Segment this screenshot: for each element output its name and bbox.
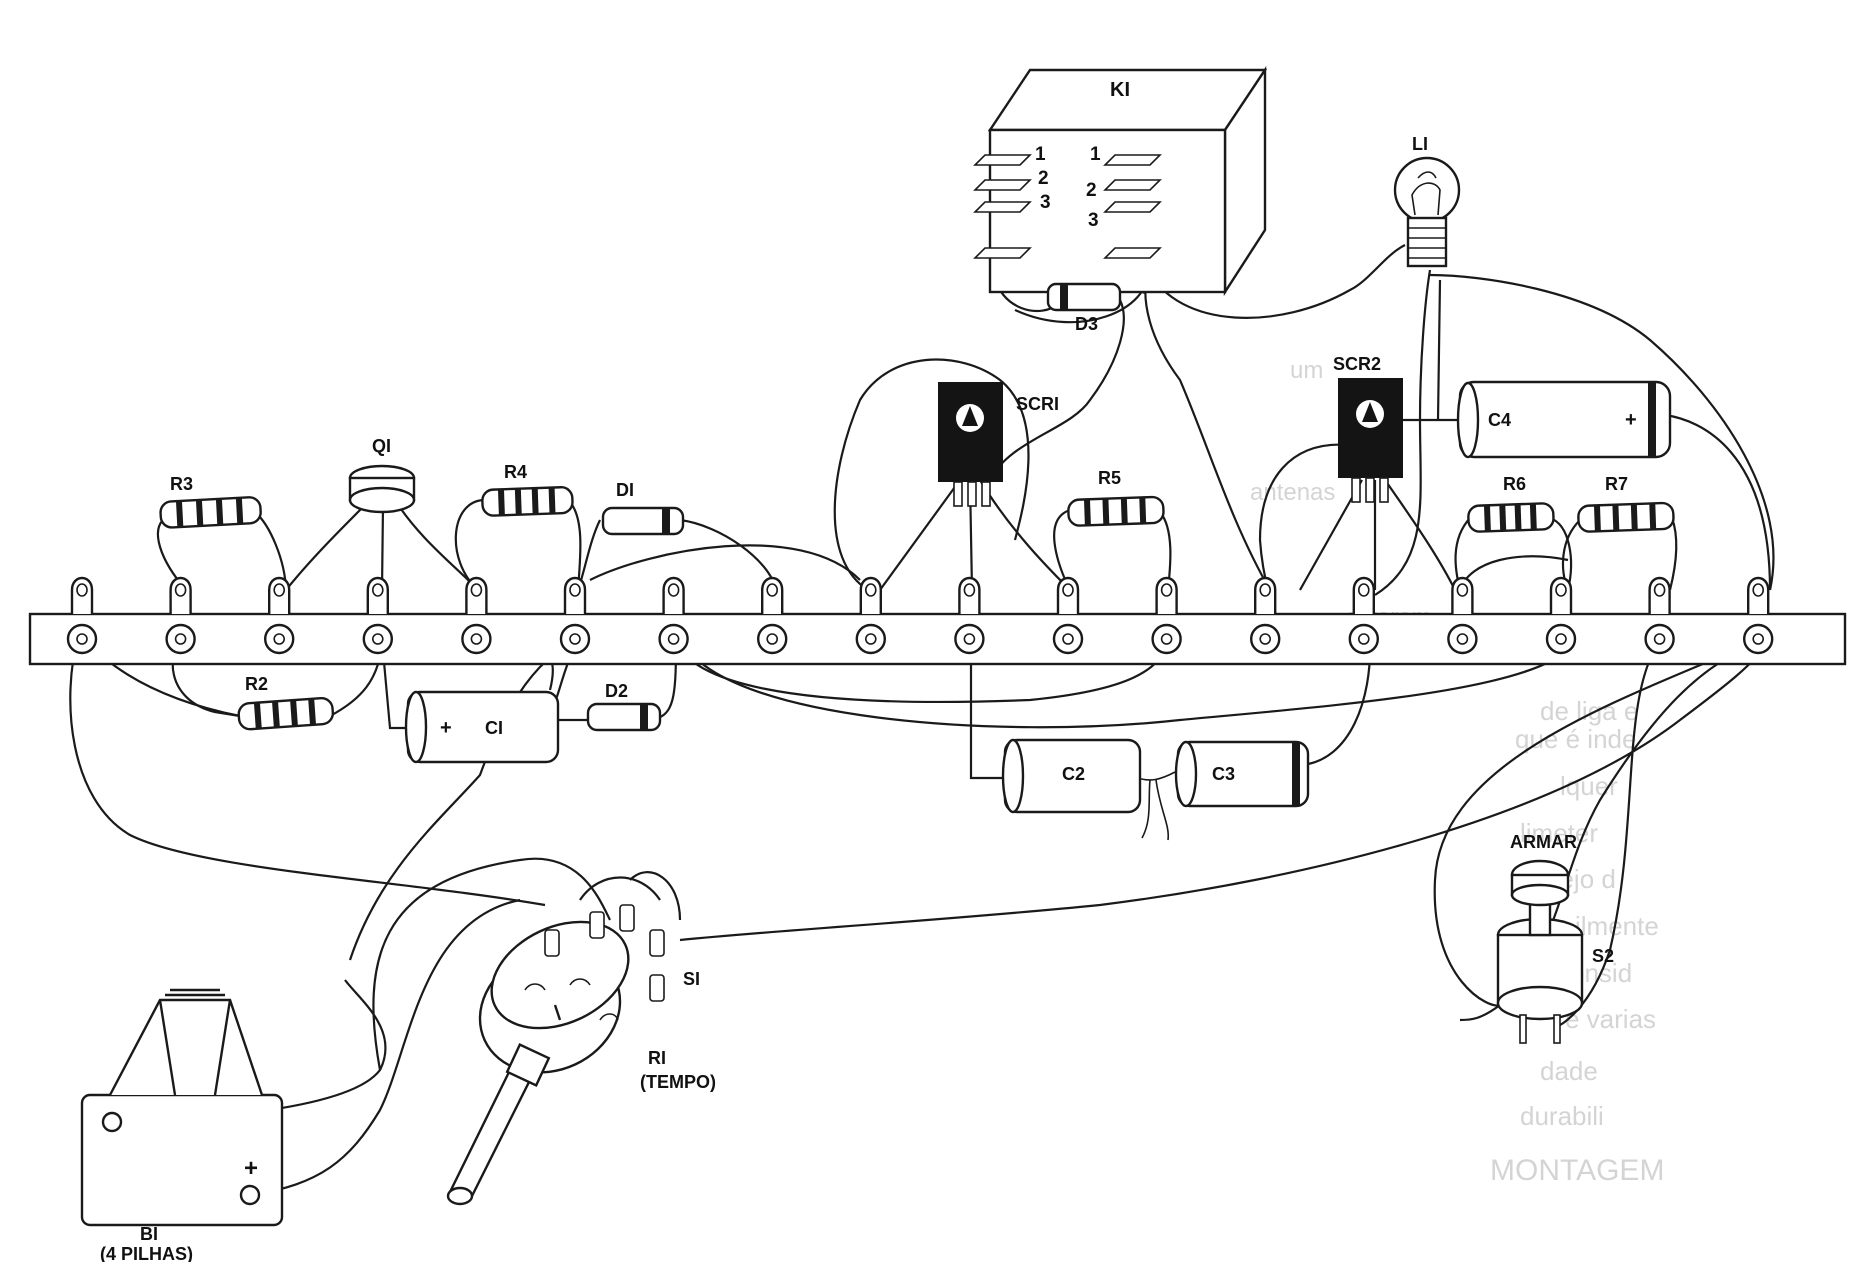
- bleed-line: um: [1290, 357, 1323, 384]
- terminal-lug: [658, 576, 689, 655]
- terminal-lug: [1545, 576, 1577, 655]
- c1-label: CI: [485, 718, 503, 738]
- r1-sub-label: (TEMPO): [640, 1072, 716, 1092]
- bleed-line: antenas: [1250, 479, 1335, 506]
- capacitor-c1: + CI: [404, 690, 560, 764]
- scr2-label: SCR2: [1333, 354, 1381, 374]
- q1-label: QI: [372, 436, 391, 456]
- c2-label: C2: [1062, 764, 1085, 784]
- potentiometer-r1: SI RI (TEMPO): [446, 904, 716, 1206]
- bleed-line: MONTAGEM: [1490, 1154, 1664, 1187]
- diode-d1: DI: [601, 480, 685, 536]
- lamp-l1: LI: [1393, 134, 1461, 268]
- scr1: SCRI: [938, 382, 1059, 507]
- diode-d3: D3: [1046, 282, 1122, 334]
- terminal-lug: [1644, 576, 1675, 655]
- resistor-r3: [159, 496, 262, 529]
- r3-label: R3: [170, 474, 193, 494]
- terminal-lug: [757, 576, 788, 655]
- terminal-lug: [461, 576, 492, 655]
- resistor-r2: [237, 696, 335, 731]
- terminal-lug: [66, 576, 98, 655]
- b1-label: BI: [140, 1224, 158, 1244]
- r6-label: R6: [1503, 474, 1526, 494]
- terminal-lug: [855, 576, 886, 655]
- terminal-lug: [264, 576, 295, 655]
- r2-label: R2: [245, 674, 268, 694]
- bleed-line: durabili: [1520, 1101, 1604, 1131]
- terminal-lug: [954, 576, 985, 655]
- bleed-line: limeter: [1520, 818, 1598, 848]
- bleed-line: dade: [1540, 1056, 1598, 1086]
- capacitor-c2: C2: [1001, 738, 1142, 814]
- bleed-line: que é inde: [1515, 724, 1636, 754]
- resistor-r5: [1067, 495, 1165, 527]
- resistor-r6: [1467, 502, 1555, 533]
- s2-label: S2: [1592, 946, 1614, 966]
- r4-label: R4: [504, 462, 527, 482]
- terminal-lug: [1447, 576, 1478, 655]
- capacitor-c4: C4 +: [1456, 380, 1672, 459]
- relay-pin-label: 3: [1088, 210, 1099, 231]
- terminal-lug: [1249, 576, 1281, 655]
- terminal-lug: [165, 576, 196, 655]
- relay-pin-label: 2: [1038, 168, 1049, 189]
- d3-label: D3: [1075, 314, 1098, 334]
- relay-k1: KI 1 2 3 1 2 3: [973, 66, 1268, 297]
- d2-label: D2: [605, 681, 628, 701]
- terminal-strip: [28, 576, 1847, 666]
- s1-label: SI: [683, 969, 700, 989]
- terminal-lug: [1348, 576, 1380, 655]
- relay-pin-label: 1: [1035, 144, 1046, 165]
- r7-label: R7: [1605, 474, 1628, 494]
- terminal-lug: [1151, 576, 1182, 655]
- terminal-lug: [1052, 576, 1084, 655]
- capacitor-c3: C3: [1174, 740, 1310, 808]
- relay-pin-label: 1: [1090, 144, 1101, 165]
- resistors: [159, 486, 1675, 731]
- terminal-lugs: [66, 576, 1774, 655]
- battery-b1: + BI (4 PILHAS): [80, 988, 284, 1264]
- terminal-lug: [1742, 576, 1774, 655]
- c4-polarity: +: [1625, 409, 1637, 431]
- scr2: SCR2: [1333, 354, 1403, 503]
- switch-s2: ARMAR S2: [1496, 832, 1614, 1044]
- transistor-q1: QI: [348, 436, 416, 514]
- relay-pin-label: 3: [1040, 192, 1051, 213]
- relay-pin-label: 2: [1086, 180, 1097, 201]
- c3-label: C3: [1212, 764, 1235, 784]
- diode-d2: D2: [586, 681, 662, 732]
- l1-label: LI: [1412, 134, 1428, 154]
- resistor-r7: [1577, 501, 1675, 533]
- r5-label: R5: [1098, 468, 1121, 488]
- armar-label: ARMAR: [1510, 832, 1577, 852]
- r1-label: RI: [648, 1048, 666, 1068]
- b1-polarity: +: [244, 1155, 258, 1182]
- bleed-through-text: um antenas estarem de liga e que é inde …: [1250, 357, 1664, 1187]
- terminal-lug: [362, 576, 393, 655]
- c4-label: C4: [1488, 410, 1511, 430]
- c1-polarity: +: [440, 717, 452, 739]
- resistor-r4: [481, 486, 574, 517]
- scr1-label: SCRI: [1016, 394, 1059, 414]
- d1-label: DI: [616, 480, 634, 500]
- b1-sub-label: (4 PILHAS): [100, 1244, 193, 1262]
- relay-label: KI: [1110, 79, 1130, 101]
- terminal-lug: [559, 576, 591, 655]
- bleed-line: de liga e: [1540, 696, 1638, 726]
